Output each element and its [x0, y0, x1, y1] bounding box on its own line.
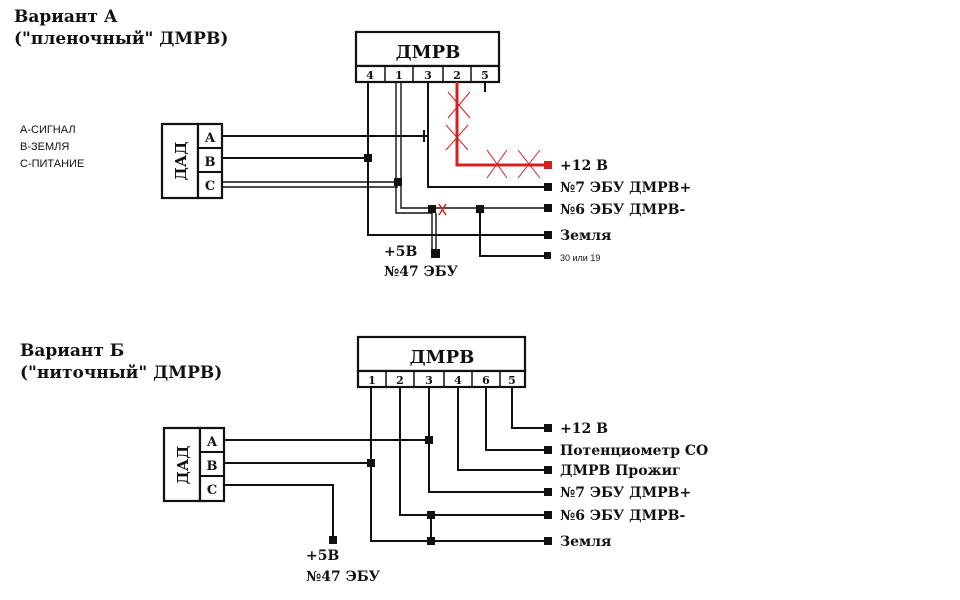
label-b-ecu47: №47 ЭБУ	[306, 569, 381, 585]
label-a-plus5v: +5В	[384, 244, 417, 260]
legend-b-ground: В-ЗЕМЛЯ	[20, 141, 69, 153]
junctions-a	[364, 154, 484, 258]
dmrv-b-pin-1: 1	[368, 374, 376, 387]
label-b-ecu7: №7 ЭБУ ДМРВ+	[560, 485, 691, 501]
dmrv-a-pin-2: 2	[453, 69, 461, 82]
dmrv-label-b: ДМРВ	[410, 347, 475, 368]
dad-pin-b: B	[205, 155, 216, 170]
dad-b-pin-b: B	[207, 459, 218, 474]
label-b-co-pot: Потенциометр СО	[560, 443, 708, 459]
legend-c-power: С-ПИТАНИЕ	[20, 158, 84, 170]
dad-pin-c: C	[205, 179, 215, 194]
variant-b-title: Вариант Б	[20, 341, 124, 361]
label-a-30-19: 30 или 19	[560, 253, 600, 263]
dad-pin-a: A	[204, 131, 216, 146]
label-a-ecu7: №7 ЭБУ ДМРВ+	[560, 180, 691, 196]
label-a-ground: Земля	[560, 228, 611, 244]
dmrv-b-pin-6: 6	[482, 374, 490, 387]
dmrv-connector-a: ДМРВ 4 1 3 2 5	[354, 30, 501, 84]
wires-variant-b	[224, 387, 548, 542]
dmrv-connector-b: ДМРВ 1 2 3 4 6 5	[356, 335, 527, 389]
terminals-b	[544, 424, 552, 545]
label-a-ecu47: №47 ЭБУ	[384, 264, 459, 280]
cut-marks-a	[438, 91, 541, 216]
dad-connector-a: ДАД A B C	[160, 122, 224, 200]
dmrv-label-a: ДМРВ	[396, 42, 461, 63]
junctions-b	[329, 436, 435, 545]
label-b-plus5v: +5В	[306, 548, 339, 564]
dad-label-b: ДАД	[174, 446, 192, 485]
dmrv-b-pin-4: 4	[454, 374, 462, 387]
label-b-plus12v: +12 В	[560, 421, 608, 437]
label-b-burnoff: ДМРВ Прожиг	[560, 463, 681, 479]
dmrv-a-pin-3: 3	[424, 69, 432, 82]
dmrv-b-pin-3: 3	[425, 374, 433, 387]
dad-b-pin-c: C	[207, 483, 217, 498]
dmrv-a-pin-4: 4	[366, 69, 374, 82]
wires-variant-a	[222, 82, 548, 257]
variant-a-title: Вариант А	[14, 7, 118, 27]
label-a-plus12v: +12 В	[560, 158, 608, 174]
dmrv-a-pin-5: 5	[481, 69, 489, 82]
label-b-ecu6: №6 ЭБУ ДМРВ-	[560, 508, 685, 524]
terminals-a	[544, 161, 552, 259]
variant-b-subtitle: ("ниточный" ДМРВ)	[20, 363, 222, 383]
dmrv-b-pin-2: 2	[396, 374, 404, 387]
label-a-ecu6: №6 ЭБУ ДМРВ-	[560, 202, 685, 218]
label-b-ground: Земля	[560, 534, 611, 550]
dmrv-a-pin-1: 1	[395, 69, 403, 82]
dad-b-pin-a: A	[206, 435, 218, 450]
variant-a-subtitle: ("пленочный" ДМРВ)	[14, 29, 228, 49]
dad-label-a: ДАД	[172, 142, 190, 181]
dad-connector-b: ДАД A B C	[162, 426, 226, 503]
dmrv-b-pin-5: 5	[508, 374, 516, 387]
legend-a-signal: А-СИГНАЛ	[20, 124, 76, 136]
